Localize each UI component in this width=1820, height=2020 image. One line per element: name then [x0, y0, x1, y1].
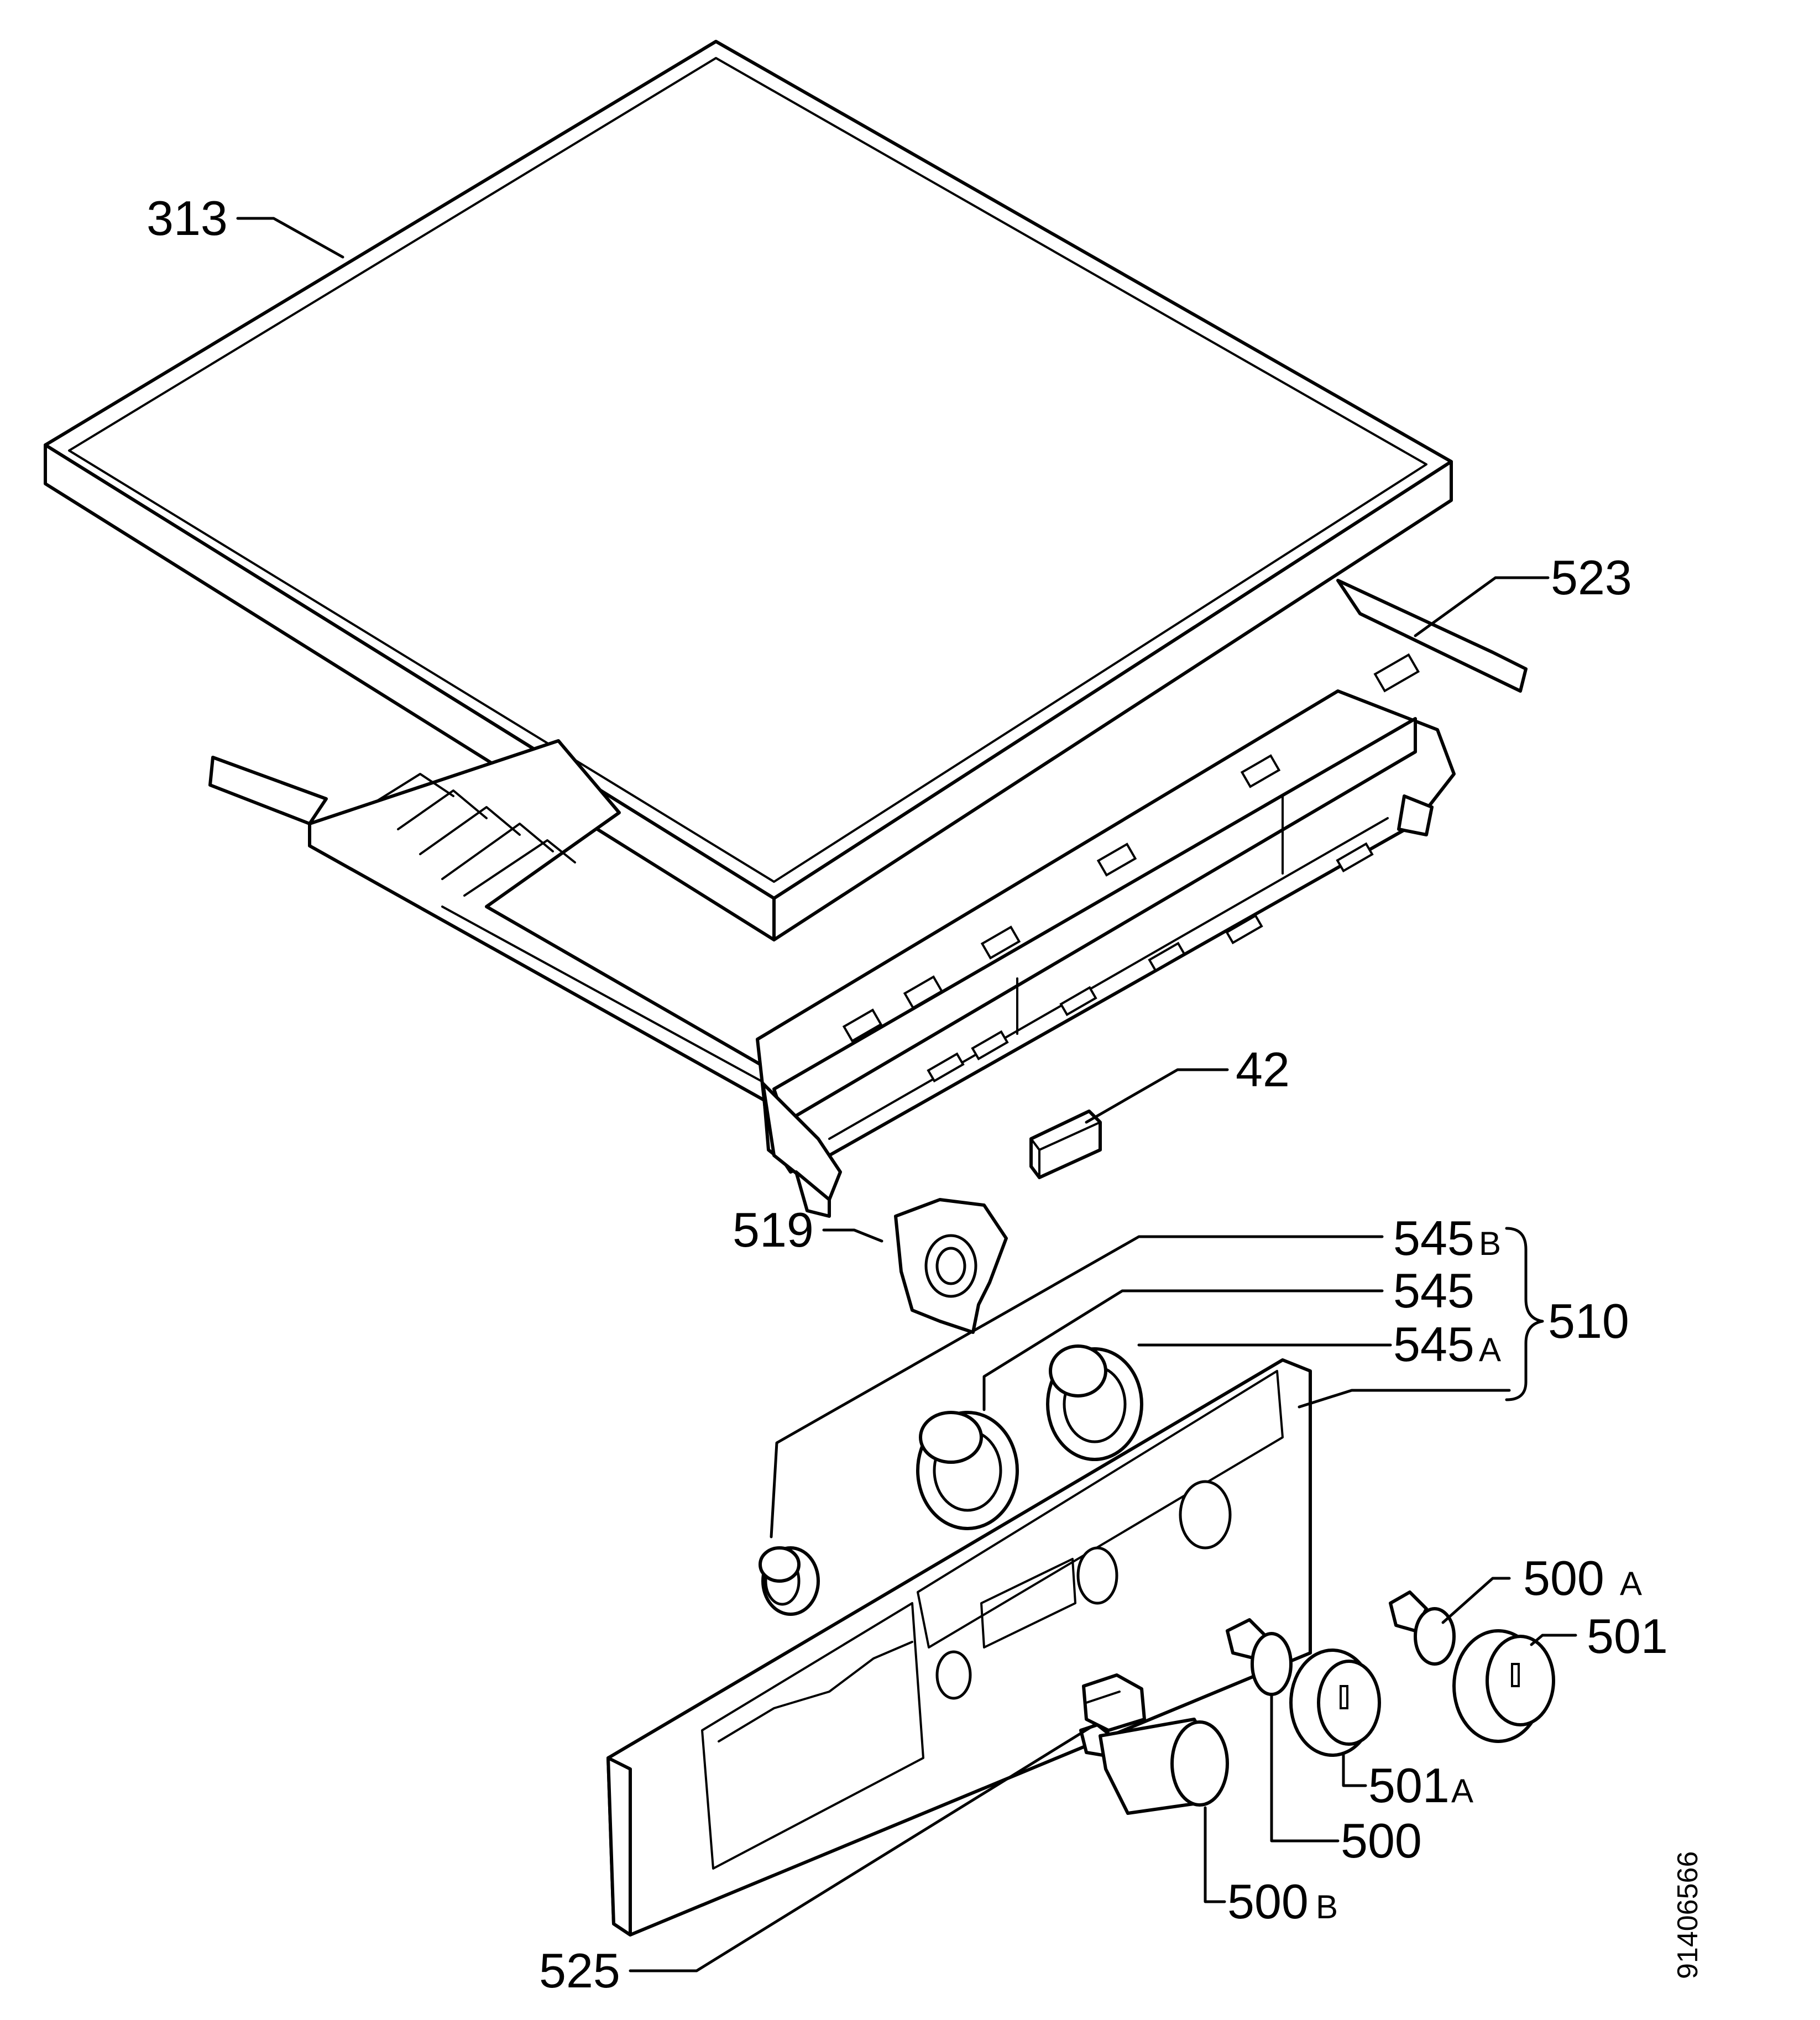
- part-500-actuator: [1226, 1618, 1293, 1696]
- part-519-bracket: [894, 1198, 1008, 1334]
- label-501: 501: [1587, 1609, 1668, 1663]
- leader-lines: [236, 217, 1577, 1972]
- part-switch-small: [1082, 1673, 1146, 1732]
- label-500: 500: [1341, 1813, 1422, 1868]
- document-number: 91406566: [1672, 1851, 1704, 1979]
- label-523: 523: [1551, 550, 1632, 605]
- part-545-ring: [916, 1411, 1019, 1530]
- label-500B-suffix: B: [1316, 1888, 1338, 1925]
- part-42-block: [1029, 1110, 1102, 1179]
- part-500A-actuator: [1389, 1590, 1456, 1666]
- part-500B-button: [1079, 1718, 1229, 1815]
- part-545B-ring: [759, 1546, 820, 1616]
- label-510: 510: [1548, 1294, 1629, 1348]
- part-501-knob: [1452, 1629, 1555, 1743]
- label-545B: 545: [1393, 1211, 1474, 1265]
- part-501A-knob: [1289, 1649, 1381, 1757]
- label-500A: 500: [1523, 1551, 1604, 1605]
- part-545A-ring: [1046, 1344, 1143, 1461]
- label-501A: 501: [1368, 1758, 1450, 1813]
- part-313-lid: [44, 40, 1453, 941]
- frame-ribs: [375, 773, 576, 897]
- label-545A-suffix: A: [1479, 1331, 1501, 1368]
- label-500A-suffix: A: [1620, 1565, 1642, 1602]
- label-525: 525: [539, 1943, 620, 1998]
- label-519: 519: [733, 1202, 814, 1257]
- label-313: 313: [147, 191, 228, 245]
- part-525-panel: [606, 1358, 1312, 1937]
- frame-slots: [842, 653, 1420, 1083]
- label-501A-suffix: A: [1451, 1772, 1473, 1809]
- label-42: 42: [1236, 1042, 1290, 1097]
- part-523-frame: [208, 579, 1528, 1218]
- label-545: 545: [1393, 1263, 1474, 1318]
- label-545B-suffix: B: [1479, 1225, 1501, 1262]
- label-545A: 545: [1393, 1317, 1474, 1372]
- label-500B: 500: [1227, 1874, 1309, 1929]
